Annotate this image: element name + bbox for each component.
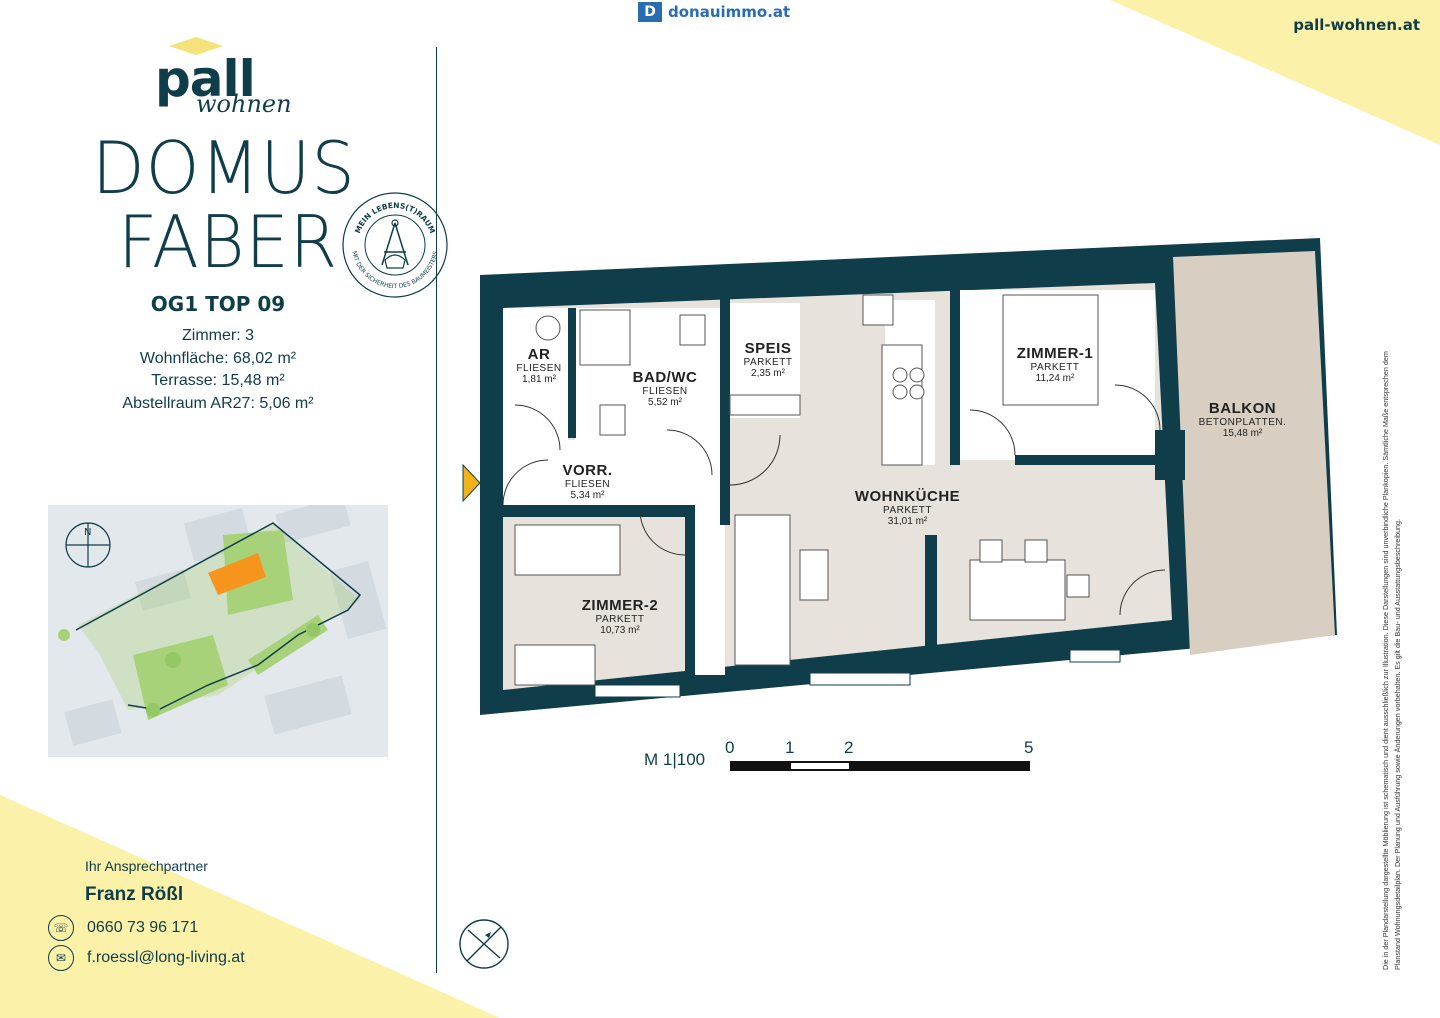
compass-icon	[459, 919, 509, 969]
room-bad-wc: BAD/WC FLIESEN 5,52 m²	[632, 369, 698, 408]
phone-icon: ☏	[48, 915, 74, 941]
brand-sub: wohnen	[196, 90, 292, 118]
website-link[interactable]: pall-wohnen.at	[1293, 16, 1420, 34]
scale-bar	[730, 761, 1030, 771]
contact-label: Ihr Ansprechpartner	[85, 858, 208, 874]
contact-email[interactable]: f.roessl@long-living.at	[87, 949, 245, 966]
seal-top-text: MEIN LEBENS(T)RAUM	[353, 201, 437, 235]
mail-icon: ✉	[48, 945, 74, 971]
portal-mark: D	[638, 2, 662, 22]
contact-email-row[interactable]: ✉ f.roessl@long-living.at	[48, 945, 245, 971]
project-title-line1: DOMUS	[92, 126, 356, 210]
unit-facts: Zimmer: 3 Wohnfläche: 68,02 m² Terrasse:…	[0, 325, 436, 415]
unit-title: OG1 TOP 09	[150, 292, 286, 316]
brand-name: pall	[155, 50, 256, 108]
scale-tick-0: 0	[725, 738, 735, 757]
room-zimmer-1: ZIMMER-1 PARKETT 11,24 m²	[1016, 345, 1094, 384]
contact-phone[interactable]: 0660 73 96 171	[87, 919, 199, 936]
contact-name: Franz Rößl	[85, 884, 184, 905]
scale-tick-1: 1	[785, 738, 795, 757]
floor-plan	[462, 238, 1337, 715]
room-ar: AR FLIESEN 1,81 m²	[516, 346, 562, 385]
room-zimmer-2: ZIMMER-2 PARKETT 10,73 m²	[581, 597, 659, 636]
unit-storage: Abstellraum AR27: 5,06 m²	[122, 394, 314, 412]
svg-text:MIT DER SICHERHEIT DES BAUMEIS: MIT DER SICHERHEIT DES BAUMEISTERS	[350, 250, 439, 290]
room-wohnkueche: WOHNKÜCHE PARKETT 31,01 m²	[854, 488, 961, 527]
room-vorr: VORR. FLIESEN 5,34 m²	[562, 462, 613, 501]
disclaimer-text: Die in der Plandarstellung dargestellte …	[1381, 351, 1402, 970]
quality-seal-icon: MEIN LEBENS(T)RAUM MIT DER SICHERHEIT DE…	[342, 192, 448, 298]
portal-name: donauimmo.at	[668, 3, 791, 21]
unit-terrace: Terrasse: 15,48 m²	[151, 372, 285, 389]
panel-divider	[436, 47, 437, 973]
site-map-north-icon: N	[65, 522, 111, 568]
scale-tick-2: 2	[844, 738, 854, 757]
unit-rooms: Zimmer: 3	[182, 327, 254, 344]
svg-text:MEIN LEBENS(T)RAUM: MEIN LEBENS(T)RAUM	[353, 201, 437, 235]
room-speis: SPEIS PARKETT 2,35 m²	[743, 340, 793, 379]
scale-label: M 1|100	[644, 750, 706, 769]
seal-bottom-text: MIT DER SICHERHEIT DES BAUMEISTERS	[350, 250, 439, 290]
contact-phone-row[interactable]: ☏ 0660 73 96 171	[48, 915, 198, 941]
project-title-line2: FABER	[118, 200, 339, 284]
svg-text:N: N	[84, 527, 91, 538]
room-balkon: BALKON BETONPLATTEN. 15,48 m²	[1198, 400, 1287, 439]
site-map: N	[48, 505, 388, 757]
unit-living-area: Wohnfläche: 68,02 m²	[139, 349, 297, 367]
portal-logo[interactable]: D donauimmo.at	[638, 2, 790, 22]
scale-tick-5: 5	[1024, 738, 1034, 757]
brand-diamond-icon	[169, 37, 223, 55]
